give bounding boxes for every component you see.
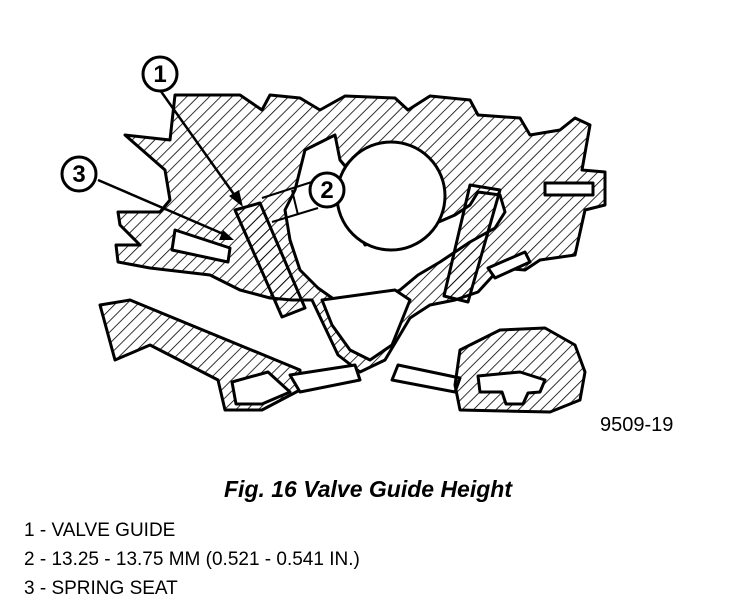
dimension-line-bottom bbox=[271, 207, 319, 223]
dimension-line-top bbox=[261, 179, 319, 199]
arrowhead-1 bbox=[229, 190, 243, 207]
callout-label-2: 2 bbox=[320, 177, 333, 204]
leader-lines bbox=[97, 89, 240, 238]
right-block-channel bbox=[476, 370, 547, 406]
cylinder-head-diagram: 1 2 3 bbox=[60, 55, 607, 414]
callout-circle-1 bbox=[141, 55, 179, 93]
leader-line-1 bbox=[158, 89, 240, 201]
leader-line-3 bbox=[97, 178, 229, 238]
right-rail bbox=[390, 363, 462, 394]
callout-circle-3 bbox=[60, 155, 98, 193]
lower-void bbox=[320, 288, 412, 362]
dimension-arrow bbox=[291, 189, 299, 216]
arrowhead-3 bbox=[219, 230, 234, 240]
right-slot-upper bbox=[543, 181, 595, 197]
callout-circle-2 bbox=[308, 171, 346, 209]
right-slot-lower bbox=[486, 250, 532, 280]
spring-pocket bbox=[170, 228, 232, 264]
callout-1: 1 bbox=[141, 55, 179, 93]
valve-bore bbox=[335, 140, 447, 252]
left-lower-pocket bbox=[230, 370, 292, 406]
lower-casting bbox=[98, 298, 587, 414]
figure-id: 9509-19 bbox=[600, 414, 674, 436]
callout-label-3: 3 bbox=[72, 161, 85, 188]
valve-guides bbox=[233, 183, 502, 319]
leader-arrowheads bbox=[219, 190, 243, 240]
legend-list: 1 - VALVE GUIDE 2 - 13.25 - 13.75 MM (0.… bbox=[24, 516, 360, 603]
dimension-marks bbox=[261, 179, 319, 223]
callout-label-1: 1 bbox=[153, 61, 166, 88]
exhaust-valve-guide bbox=[442, 183, 502, 304]
legend-item: 1 - VALVE GUIDE bbox=[24, 520, 176, 541]
figure-caption: Fig. 16 Valve Guide Height bbox=[224, 476, 512, 502]
intake-valve-guide bbox=[233, 201, 307, 319]
callout-2: 2 bbox=[308, 171, 346, 209]
left-rail bbox=[288, 363, 362, 394]
legend-item: 3 - SPRING SEAT bbox=[24, 578, 178, 599]
callout-3: 3 bbox=[60, 155, 98, 193]
legend-item: 2 - 13.25 - 13.75 MM (0.521 - 0.541 IN.) bbox=[24, 549, 360, 570]
